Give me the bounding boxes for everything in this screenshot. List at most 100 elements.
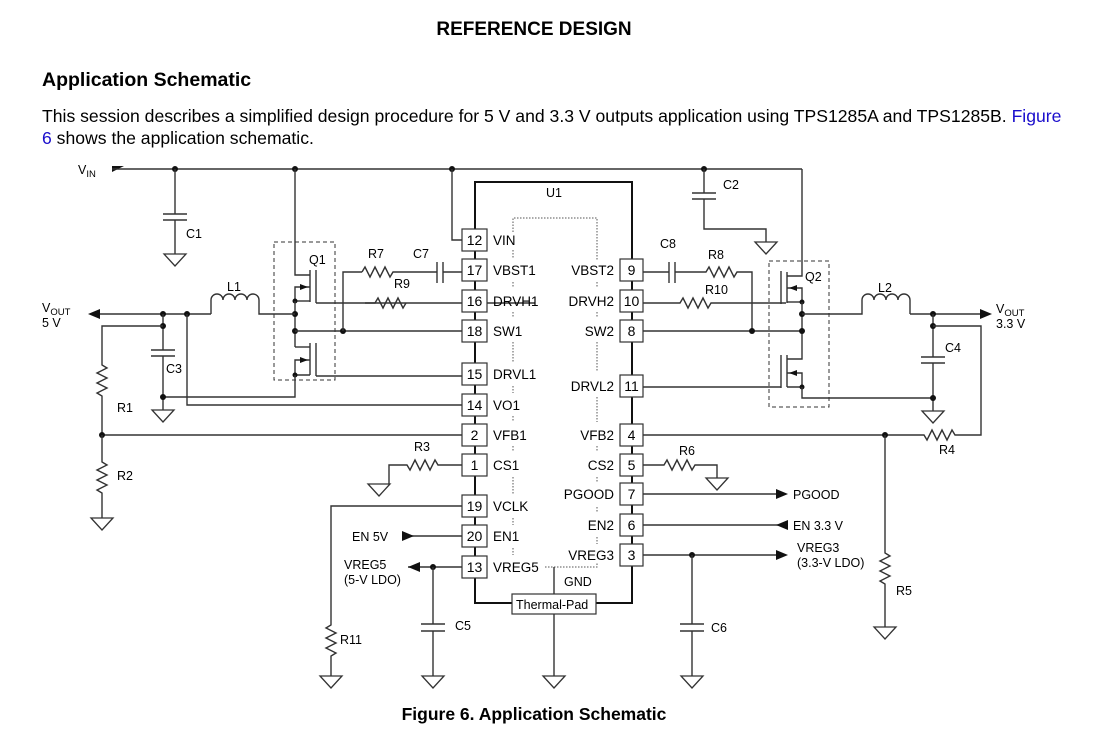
vout-5v-arrow-icon: [88, 309, 100, 319]
l2-label: L2: [878, 281, 892, 295]
pin-number: 5: [628, 457, 636, 473]
c6-label: C6: [711, 621, 727, 635]
c4-label: C4: [945, 341, 961, 355]
resistor-r7: R7: [361, 247, 437, 279]
capacitor-c7: C7: [413, 247, 462, 283]
c2-label: C2: [723, 178, 739, 192]
resistor-r5: R5: [873, 435, 912, 640]
vout-5v-net: VOUT 5 V: [42, 301, 462, 406]
en-5v-arrow-icon: [402, 531, 414, 541]
capacitor-c1: C1: [163, 169, 202, 267]
vout-5v-value: 5 V: [42, 316, 61, 330]
en-3v3-arrow-icon: [776, 520, 788, 530]
q1-label: Q1: [309, 253, 326, 267]
pin-vbst2: 9 VBST2: [571, 258, 644, 282]
pin-name: DRVH2: [568, 294, 614, 309]
resistor-r8: R8: [675, 248, 753, 331]
pin-number: 6: [628, 517, 636, 533]
pin-number: 15: [467, 366, 483, 382]
pin-number: 19: [467, 498, 483, 514]
r7-label: R7: [368, 247, 384, 261]
pin-number: 4: [628, 427, 636, 443]
paragraph-text: This session describes a simplified desi…: [42, 106, 1012, 126]
resistor-r4: R4: [643, 325, 982, 457]
pin-name: VREG5: [493, 560, 539, 575]
pin-box: [461, 258, 488, 282]
pin-name: EN1: [493, 529, 519, 544]
capacitor-c2: C2: [692, 169, 778, 255]
pin-name: SW2: [585, 324, 614, 339]
vreg5-label: VREG5: [344, 558, 386, 572]
pin-box: [461, 453, 488, 477]
pin-name: CS1: [493, 458, 519, 473]
resistor-r2: R2: [90, 435, 133, 531]
pin-number: 17: [467, 262, 483, 278]
en-5v-net: EN 5V: [352, 530, 462, 544]
en-5v-label: EN 5V: [352, 530, 389, 544]
r1-label: R1: [117, 401, 133, 415]
pin-number: 3: [628, 547, 636, 563]
pin-name: VO1: [493, 398, 520, 413]
capacitor-c5: C5: [421, 567, 471, 689]
page-header: REFERENCE DESIGN: [436, 19, 632, 40]
pin-name: VREG3: [568, 548, 614, 563]
resistor-r10: R10: [643, 283, 786, 310]
pin-en1: 20 EN1: [461, 524, 519, 548]
mosfet-q2: Q2: [643, 169, 933, 408]
c3-label: C3: [166, 362, 182, 376]
thermal-pad-label: Thermal-Pad: [516, 598, 588, 612]
en-3v3-label: EN 3.3 V: [793, 519, 844, 533]
inductor-l2: L2: [802, 281, 911, 315]
vin-label: VIN: [78, 163, 96, 180]
pin-name: VIN: [493, 233, 516, 248]
capacitor-c4: C4: [921, 314, 961, 424]
capacitor-c8: C8: [643, 237, 676, 283]
pin-box: [461, 524, 488, 548]
vout-3v3-arrow-icon: [980, 309, 992, 319]
resistor-r9: R9: [365, 277, 410, 310]
c8-label: C8: [660, 237, 676, 251]
pin-box: [461, 423, 488, 447]
pin-number: 20: [467, 528, 483, 544]
pin-cs1: 1 CS1: [461, 453, 519, 477]
pin-number: 11: [624, 378, 639, 394]
pin-box: [461, 289, 488, 313]
r10-label: R10: [705, 283, 728, 297]
pin-number: 14: [467, 397, 483, 413]
vout-3v3-net: VOUT 3.3 V: [910, 302, 1026, 331]
paragraph-text-end: shows the application schematic.: [51, 128, 314, 148]
pin-number: 2: [471, 427, 479, 443]
pin-number: 1: [471, 457, 479, 473]
vreg3-sublabel: (3.3-V LDO): [797, 556, 864, 570]
figure-link[interactable]: Figure 6: [42, 106, 1062, 148]
ic-u1: U1 GND Thermal-Pad: [474, 181, 633, 689]
vreg3-label: VREG3: [797, 541, 839, 555]
pin-name: VBST2: [571, 263, 614, 278]
figure-caption: Figure 6. Application Schematic: [401, 704, 667, 724]
r4-label: R4: [939, 443, 955, 457]
pin-box: [619, 289, 644, 313]
vout-3v3-label: VOUT: [996, 302, 1025, 319]
vreg5-arrow-icon: [408, 562, 420, 572]
u1-label: U1: [546, 186, 562, 200]
resistor-r1: R1: [95, 325, 163, 435]
pin-number: 9: [628, 262, 636, 278]
inductor-l1: L1: [210, 280, 295, 315]
pgood-arrow-icon: [776, 489, 788, 499]
capacitor-c6: C6: [680, 555, 727, 689]
pin-number: 8: [628, 323, 636, 339]
pin-number: 13: [467, 559, 483, 575]
pin-sw2: 8 SW2: [585, 319, 644, 343]
pin-box: [619, 374, 644, 398]
pin-box: [619, 258, 644, 282]
